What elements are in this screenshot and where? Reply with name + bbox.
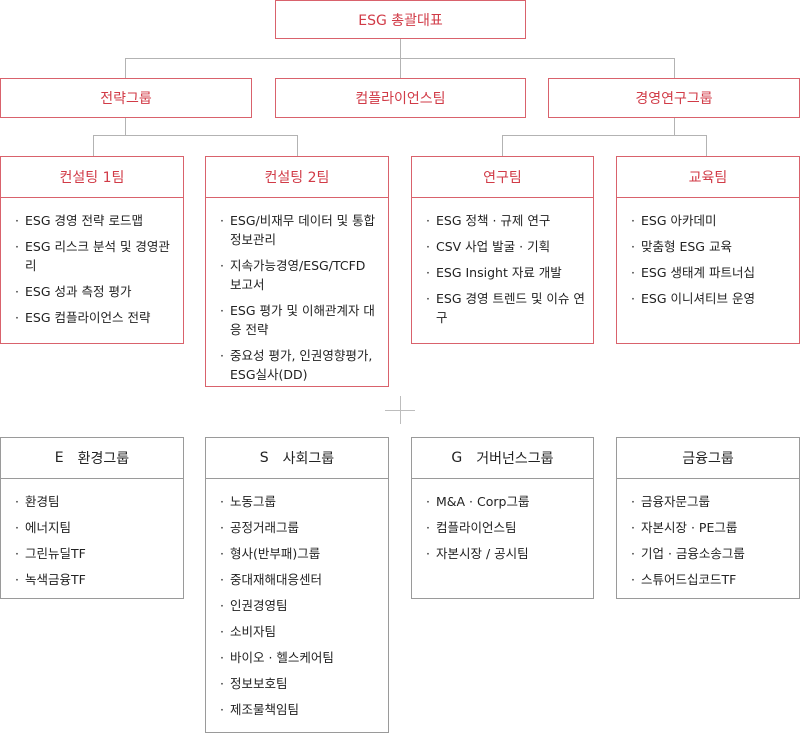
connector-top-vertical: [400, 38, 401, 58]
team-item: ESG 생태계 파트너십: [629, 263, 791, 282]
team-title: 교육팀: [617, 157, 799, 198]
group-item: 환경팀: [13, 492, 175, 511]
connector-research-down: [674, 118, 675, 135]
team-item: ESG/비재무 데이터 및 통합정보관리: [218, 211, 380, 249]
group-header: G 거버넌스그룹: [412, 438, 593, 479]
team-item-list: ESG 정책 · 규제 연구 CSV 사업 발굴 · 기획 ESG Insigh…: [412, 198, 593, 327]
group-letter: G: [451, 450, 463, 466]
connector-research-team-drop: [502, 135, 503, 156]
group-item: 바이오 · 헬스케어팀: [218, 648, 380, 667]
team-item: CSV 사업 발굴 · 기획: [424, 237, 585, 256]
team-item-list: ESG 아카데미 맞춤형 ESG 교육 ESG 생태계 파트너십 ESG 이니셔…: [617, 198, 799, 308]
connector-groups-horizontal: [125, 58, 674, 59]
group-item-list: 노동그룹 공정거래그룹 형사(반부패)그룹 중대재해대응센터 인권경영팀 소비자…: [206, 479, 388, 719]
team-title: 컨설팅 2팀: [206, 157, 388, 198]
group-header: 금융그룹: [617, 438, 799, 479]
group-title: 환경그룹: [77, 451, 130, 467]
connector-education-team-drop: [706, 135, 707, 156]
strategy-group-box: 전략그룹: [0, 78, 252, 118]
compliance-team-box: 컴플라이언스팀: [275, 78, 526, 118]
team-item: ESG 평가 및 이해관계자 대응 전략: [218, 301, 380, 339]
team-research: 연구팀 ESG 정책 · 규제 연구 CSV 사업 발굴 · 기획 ESG In…: [411, 156, 594, 344]
group-finance: 금융그룹 금융자문그룹 자본시장 · PE그룹 기업 · 금융소송그룹 스튜어드…: [616, 437, 800, 599]
connector-research-drop: [674, 58, 675, 78]
connector-strategy-drop: [125, 58, 126, 78]
group-item: 중대재해대응센터: [218, 570, 380, 589]
group-social: S 사회그룹 노동그룹 공정거래그룹 형사(반부패)그룹 중대재해대응센터 인권…: [205, 437, 389, 733]
team-item-list: ESG 경영 전략 로드맵 ESG 리스크 분석 및 경영관리 ESG 성과 측…: [1, 198, 183, 327]
group-item: 소비자팀: [218, 622, 380, 641]
group-item-list: M&A · Corp그룹 컴플라이언스팀 자본시장 / 공시팀: [412, 479, 593, 563]
connector-team1-drop: [93, 135, 94, 156]
research-group-box: 경영연구그룹: [548, 78, 800, 118]
group-item: 공정거래그룹: [218, 518, 380, 537]
team-item: ESG Insight 자료 개발: [424, 263, 585, 282]
group-item: 정보보호팀: [218, 674, 380, 693]
group-governance: G 거버넌스그룹 M&A · Corp그룹 컴플라이언스팀 자본시장 / 공시팀: [411, 437, 594, 599]
team-item: 중요성 평가, 인권영향평가, ESG실사(DD): [218, 346, 380, 384]
team-item: 지속가능경영/ESG/TCFD 보고서: [218, 256, 380, 294]
group-item: 제조물책임팀: [218, 700, 380, 719]
group-title: 금융그룹: [682, 451, 734, 467]
group-item: 형사(반부패)그룹: [218, 544, 380, 563]
group-item: 노동그룹: [218, 492, 380, 511]
compliance-team-label: 컴플라이언스팀: [355, 91, 446, 107]
group-item: 금융자문그룹: [629, 492, 791, 511]
strategy-group-label: 전략그룹: [100, 91, 152, 107]
esg-chief-label: ESG 총괄대표: [358, 12, 443, 29]
connector-research-horizontal: [502, 135, 707, 136]
group-item: 자본시장 / 공시팀: [424, 544, 585, 563]
group-item: 기업 · 금융소송그룹: [629, 544, 791, 563]
team-item: ESG 컴플라이언스 전략: [13, 308, 175, 327]
team-item: ESG 경영 전략 로드맵: [13, 211, 175, 230]
group-item-list: 환경팀 에너지팀 그린뉴딜TF 녹색금융TF: [1, 479, 183, 589]
team-item: ESG 이니셔티브 운영: [629, 289, 791, 308]
group-item: 컴플라이언스팀: [424, 518, 585, 537]
esg-chief-box: ESG 총괄대표: [275, 0, 526, 39]
group-item: 에너지팀: [13, 518, 175, 537]
team-item: ESG 정책 · 규제 연구: [424, 211, 585, 230]
group-item: M&A · Corp그룹: [424, 492, 585, 511]
connector-strategy-horizontal: [93, 135, 297, 136]
team-item: ESG 리스크 분석 및 경영관리: [13, 237, 175, 275]
group-item-list: 금융자문그룹 자본시장 · PE그룹 기업 · 금융소송그룹 스튜어드십코드TF: [617, 479, 799, 589]
group-environment: E 환경그룹 환경팀 에너지팀 그린뉴딜TF 녹색금융TF: [0, 437, 184, 599]
team-item: 맞춤형 ESG 교육: [629, 237, 791, 256]
team-item: ESG 경영 트렌드 및 이슈 연구: [424, 289, 585, 327]
team-consulting-2: 컨설팅 2팀 ESG/비재무 데이터 및 통합정보관리 지속가능경영/ESG/T…: [205, 156, 389, 387]
group-letter: E: [54, 450, 64, 466]
group-item: 그린뉴딜TF: [13, 544, 175, 563]
team-title: 컨설팅 1팀: [1, 157, 183, 198]
connector-compliance-drop: [400, 58, 401, 78]
group-item: 자본시장 · PE그룹: [629, 518, 791, 537]
research-group-label: 경영연구그룹: [635, 91, 713, 107]
team-consulting-1: 컨설팅 1팀 ESG 경영 전략 로드맵 ESG 리스크 분석 및 경영관리 E…: [0, 156, 184, 344]
team-item-list: ESG/비재무 데이터 및 통합정보관리 지속가능경영/ESG/TCFD 보고서…: [206, 198, 388, 384]
group-item: 녹색금융TF: [13, 570, 175, 589]
group-title: 거버넌스그룹: [476, 451, 554, 467]
connector-strategy-down: [125, 118, 126, 135]
team-item: ESG 아카데미: [629, 211, 791, 230]
team-title: 연구팀: [412, 157, 593, 198]
plus-sign-vertical: [400, 396, 401, 424]
connector-team2-drop: [297, 135, 298, 156]
group-item: 인권경영팀: [218, 596, 380, 615]
group-header: S 사회그룹: [206, 438, 388, 479]
group-letter: S: [259, 450, 269, 466]
group-item: 스튜어드십코드TF: [629, 570, 791, 589]
group-header: E 환경그룹: [1, 438, 183, 479]
group-title: 사회그룹: [282, 451, 335, 467]
team-education: 교육팀 ESG 아카데미 맞춤형 ESG 교육 ESG 생태계 파트너십 ESG…: [616, 156, 800, 344]
team-item: ESG 성과 측정 평가: [13, 282, 175, 301]
